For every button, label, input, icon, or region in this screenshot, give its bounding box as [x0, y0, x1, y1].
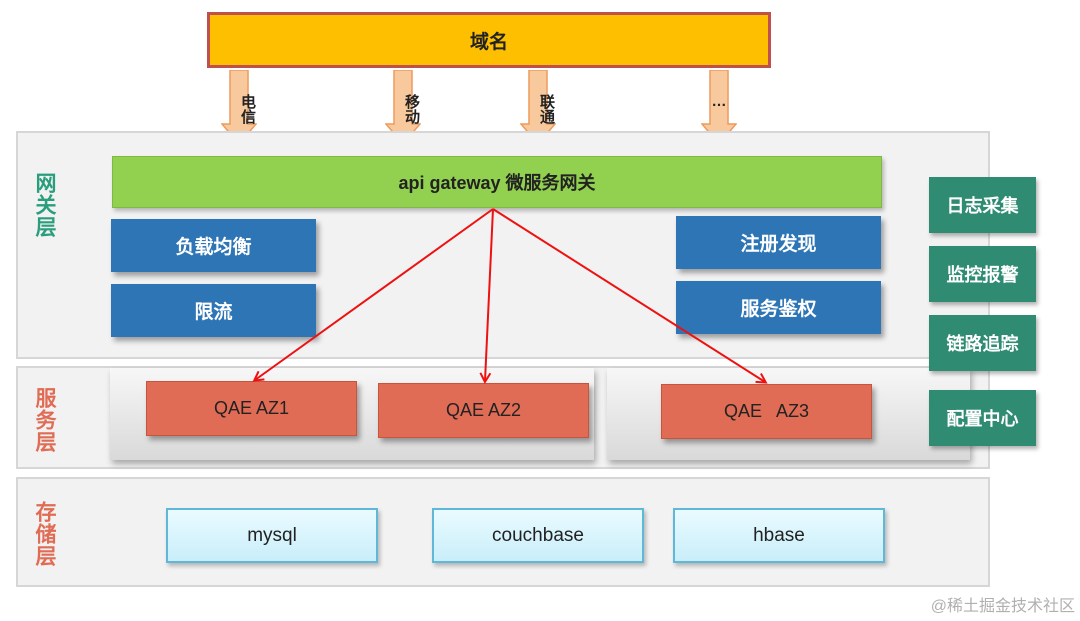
config-center-box: 配置中心 [929, 390, 1036, 446]
domain-label: 域名 [469, 31, 508, 53]
trace-tracking-box: 链路追踪 [929, 315, 1036, 371]
zone-az3-box: QAE AZ3 [661, 384, 872, 439]
carrier-label: 移动 [403, 94, 420, 124]
service-layer-label: 服务层 [33, 387, 56, 453]
carrier-arrow-other: … [701, 70, 737, 146]
monitoring-alert-box: 监控报警 [929, 246, 1036, 302]
carrier-label: … [711, 93, 727, 110]
domain-bar: 域名 [207, 12, 771, 68]
watermark: @稀土掘金技术社区 [930, 598, 1075, 615]
service-auth-box: 服务鉴权 [676, 281, 881, 334]
zone-az2-box: QAE AZ2 [378, 383, 589, 438]
service-discovery-box: 注册发现 [676, 216, 881, 269]
hbase-box: hbase [673, 508, 885, 563]
carrier-arrow-unicom: 联通 [520, 70, 556, 146]
carrier-label: 电信 [239, 94, 256, 124]
load-balancing-box: 负载均衡 [111, 219, 316, 272]
couchbase-box: couchbase [432, 508, 644, 563]
mysql-box: mysql [166, 508, 378, 563]
storage-layer-label: 存储层 [33, 501, 56, 567]
log-collection-box: 日志采集 [929, 177, 1036, 233]
api-gateway-bar: api gateway 微服务网关 [112, 156, 882, 208]
gateway-layer-label: 网关层 [33, 172, 56, 238]
carrier-label: 联通 [538, 94, 555, 124]
rate-limiting-box: 限流 [111, 284, 316, 337]
api-gateway-label: api gateway 微服务网关 [398, 173, 596, 193]
zone-az1-box: QAE AZ1 [146, 381, 357, 436]
